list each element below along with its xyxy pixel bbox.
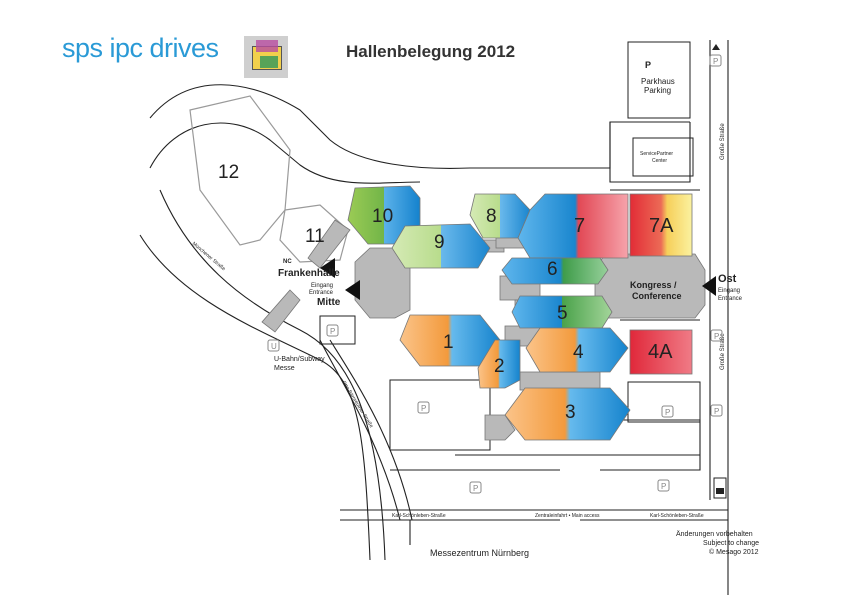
parking-icons: P P P P P P P P <box>326 54 723 494</box>
messe-label: Messe <box>274 365 295 372</box>
parking-icon: P <box>417 401 430 414</box>
ks-left: Karl-Schönleben-Straße <box>392 513 446 519</box>
brand-logo-image <box>244 36 288 78</box>
parking-icon: P <box>657 479 670 492</box>
grosse-strasse-bottom: Große Straße <box>720 333 726 370</box>
parkhaus-label: Parkhaus <box>641 77 675 86</box>
entrance-ost-marker <box>702 276 716 296</box>
subway-icon: U <box>267 339 280 352</box>
hall-8-label: 8 <box>486 206 497 227</box>
hall-1-label: 1 <box>443 332 454 353</box>
ost-label: Ost <box>718 273 737 285</box>
muenchener-strasse: Münchener Straße <box>191 241 227 272</box>
svg-text:P: P <box>330 327 335 336</box>
north-arrow-icon <box>712 44 720 50</box>
hall-5-label: 5 <box>557 303 568 324</box>
svg-text:P: P <box>661 482 666 491</box>
hall-9[interactable] <box>391 223 491 269</box>
nc-symbol: NC <box>283 259 292 265</box>
svg-text:U: U <box>271 342 277 351</box>
hall-4a-label: 4A <box>648 341 673 363</box>
service-label-2: Center <box>652 158 667 164</box>
hall-11-label: 11 <box>305 226 325 247</box>
conference-label: Conference <box>632 291 682 301</box>
hall-7-label: 7 <box>574 215 585 237</box>
hall-6-label: 6 <box>547 259 558 280</box>
mitte-label: Mitte <box>317 297 341 308</box>
ost-entrance-label: Entrance <box>718 296 743 302</box>
grosse-strasse-top: Große Straße <box>720 123 726 160</box>
hall-2[interactable] <box>477 339 521 389</box>
parking-icon: P <box>469 481 482 494</box>
street-lines <box>139 40 729 595</box>
brand-logo: sps ipc drives <box>62 33 219 63</box>
ks-right: Karl-Schönleben-Straße <box>650 513 704 519</box>
hall-7a[interactable] <box>629 193 693 257</box>
parking-symbol-top: P <box>645 60 651 70</box>
parking-icon: P <box>710 329 723 342</box>
parking-label: Parking <box>644 86 671 95</box>
parking-icon: P <box>661 405 674 418</box>
page-title: Hallenbelegung 2012 <box>346 42 516 61</box>
entrance-label: Entrance <box>309 290 334 296</box>
copyright: © Mesago 2012 <box>709 548 759 556</box>
parking-icon: P <box>326 324 339 337</box>
change-de: Änderungen vorbehalten <box>676 530 753 538</box>
change-en: Subject to change <box>703 540 759 547</box>
svg-text:P: P <box>714 407 719 416</box>
svg-text:P: P <box>713 57 718 66</box>
hall-4-label: 4 <box>573 342 584 363</box>
hall-numbers: 12 11 10 9 8 7 7A 6 5 1 2 4 4A 3 <box>218 162 674 423</box>
hall-7a-label: 7A <box>649 215 674 237</box>
bus-stop-icon <box>713 477 727 499</box>
hall-7[interactable] <box>517 193 629 259</box>
entrance-mitte-marker <box>320 258 360 300</box>
hall-12-label: 12 <box>218 162 239 183</box>
hall-4[interactable] <box>525 327 629 373</box>
svg-text:P: P <box>665 408 670 417</box>
hall-2-label: 2 <box>494 356 505 377</box>
messezentrum-label: Messezentrum Nürnberg <box>430 548 529 558</box>
parking-icon: P <box>709 54 722 67</box>
otto-strasse: Otto-Bärnreuther-Straße <box>340 380 374 429</box>
svg-text:P: P <box>473 484 478 493</box>
parking-icon: P <box>710 404 723 417</box>
svg-text:P: P <box>714 332 719 341</box>
hall-9-label: 9 <box>434 232 445 253</box>
svg-text:P: P <box>421 404 426 413</box>
ubahn-label: U-Bahn/Subway <box>274 356 325 363</box>
kongress-label: Kongress / <box>630 280 677 290</box>
hall-3[interactable] <box>504 387 631 441</box>
ost-eingang-label: Eingang <box>718 288 740 294</box>
frankenhalle-label: Frankenhalle <box>278 268 340 279</box>
hall-outlines-gray <box>189 95 349 263</box>
service-label-1: ServicePartner <box>640 151 673 157</box>
zentral-label: Zentraleinfahrt • Main access <box>535 513 600 519</box>
hall-4a[interactable] <box>629 329 693 375</box>
eingang-label: Eingang <box>311 283 333 289</box>
hall-6[interactable] <box>501 257 609 285</box>
hall-10-label: 10 <box>372 206 393 227</box>
hall-3-label: 3 <box>565 402 576 423</box>
